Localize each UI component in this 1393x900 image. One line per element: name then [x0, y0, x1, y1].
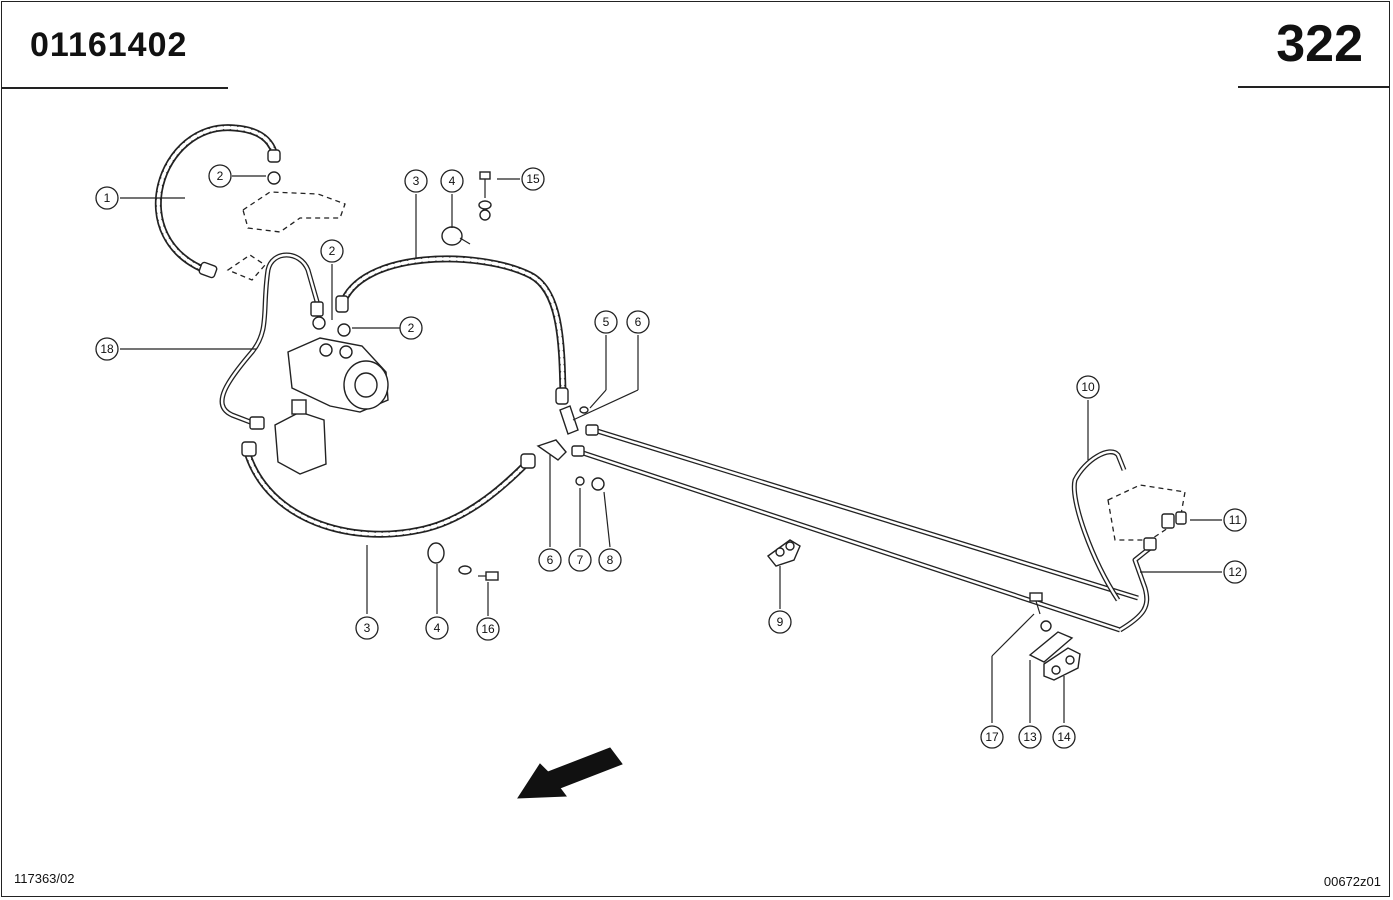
- svg-text:4: 4: [434, 621, 441, 635]
- callout-2-top: 2: [208, 164, 232, 188]
- callout-11: 11: [1223, 508, 1247, 532]
- header-rule-right: [1238, 86, 1390, 88]
- svg-text:17: 17: [985, 730, 999, 744]
- callout-4-upper: 4: [440, 169, 464, 193]
- screw-15: [478, 171, 492, 221]
- hose-1: [154, 124, 281, 279]
- callout-17: 17: [980, 725, 1004, 749]
- hose-3-lower: [241, 441, 536, 538]
- svg-text:10: 10: [1081, 380, 1095, 394]
- callout-5: 5: [594, 310, 618, 334]
- long-tube-upper: [585, 424, 1139, 601]
- svg-text:4: 4: [449, 174, 456, 188]
- svg-text:6: 6: [547, 553, 554, 567]
- svg-text:2: 2: [329, 244, 336, 258]
- svg-text:13: 13: [1023, 730, 1037, 744]
- long-tube-lower: [571, 445, 1121, 633]
- svg-text:14: 14: [1057, 730, 1071, 744]
- svg-text:1: 1: [104, 191, 111, 205]
- clamp-4-lower: [427, 542, 472, 575]
- tube-18: [219, 252, 324, 430]
- callout-14: 14: [1052, 725, 1076, 749]
- callout-3-lower: 3: [355, 616, 379, 640]
- callout-6-upper: 6: [626, 310, 650, 334]
- callout-16: 16: [476, 617, 500, 641]
- svg-text:6: 6: [635, 315, 642, 329]
- seal-ring-5: [579, 406, 589, 414]
- screw-17: [1029, 592, 1052, 632]
- callout-12: 12: [1223, 560, 1247, 584]
- valve-block-upper-dashed: [226, 191, 346, 281]
- fittings-2: [267, 171, 351, 337]
- control-unit: [287, 337, 389, 413]
- callout-10: 10: [1076, 375, 1100, 399]
- callout-3-upper: 3: [404, 169, 428, 193]
- document-number: 01161402: [30, 26, 188, 64]
- svg-text:3: 3: [413, 174, 420, 188]
- nut-8: [591, 477, 605, 491]
- fitting-11: [1161, 511, 1187, 529]
- valve-block-right-dashed: [1107, 484, 1186, 541]
- callout-1: 1: [95, 186, 119, 210]
- clamp-4-upper: [441, 226, 471, 246]
- nut-7: [575, 476, 585, 486]
- callout-9: 9: [768, 610, 792, 634]
- svg-text:12: 12: [1228, 565, 1242, 579]
- clamp-half-14: [1043, 647, 1081, 681]
- hose-3-upper: [335, 255, 569, 405]
- callout-13: 13: [1018, 725, 1042, 749]
- svg-text:15: 15: [526, 172, 540, 186]
- header-rule-left: [2, 87, 228, 89]
- callout-7: 7: [568, 548, 592, 572]
- callout-6-lower: 6: [538, 548, 562, 572]
- clamp-half-13: [1028, 631, 1074, 663]
- callout-2-middle: 2: [320, 239, 344, 263]
- callout-8: 8: [598, 548, 622, 572]
- tube-10: [1071, 449, 1127, 602]
- callout-4-lower: 4: [425, 616, 449, 640]
- page-number: 322: [1276, 15, 1363, 73]
- svg-text:18: 18: [100, 342, 114, 356]
- direction-arrow: [517, 747, 623, 799]
- solenoid-valve-block: [274, 399, 327, 475]
- footer-right-code: 00672z01: [1323, 874, 1381, 889]
- callout-15: 15: [521, 167, 545, 191]
- svg-text:8: 8: [607, 553, 614, 567]
- svg-text:2: 2: [217, 169, 224, 183]
- leader-lines: [120, 175, 1222, 723]
- footer-left-code: 117363/02: [14, 871, 75, 886]
- svg-text:2: 2: [408, 321, 415, 335]
- elbow-6-upper: [559, 405, 579, 435]
- svg-text:7: 7: [577, 553, 584, 567]
- callout-18: 18: [95, 337, 119, 361]
- clamp-9: [766, 539, 801, 567]
- svg-text:3: 3: [364, 621, 371, 635]
- svg-text:11: 11: [1229, 513, 1242, 527]
- callout-2-right: 2: [399, 316, 423, 340]
- svg-text:16: 16: [481, 622, 495, 636]
- svg-text:9: 9: [777, 615, 784, 629]
- elbow-6-lower: [536, 439, 567, 461]
- svg-text:5: 5: [603, 315, 610, 329]
- tube-12: [1118, 537, 1157, 633]
- screw-16: [478, 571, 499, 581]
